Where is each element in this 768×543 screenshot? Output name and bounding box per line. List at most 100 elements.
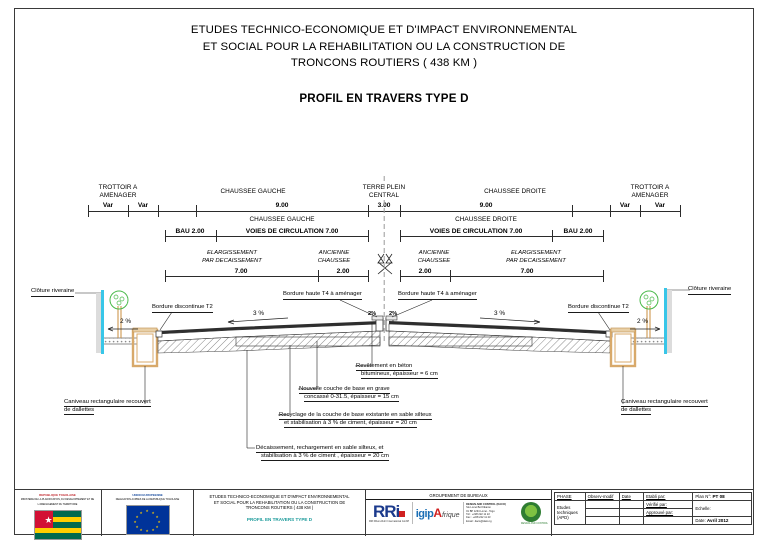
eu-authority-label: UNION EUROPEENNE DELEGATION AUPRES DE LA… (115, 493, 180, 501)
td-plan-no: Plan N°: PT 08 (692, 492, 752, 501)
eu-flag: ★ ★ ★ ★ ★ ★ ★ ★ ★ ★ ★ ★ (125, 505, 170, 535)
dim-tick (610, 205, 611, 217)
dim-tick (128, 205, 129, 217)
dim-tick (368, 205, 369, 217)
td-date-3[interactable] (618, 516, 645, 525)
cartouche-cell-group: GROUPEMENT DE BUREAUX RRi RRI Rhein-Ruhr… (366, 490, 552, 536)
td-phase-value: Etudes techniques (APD) (554, 500, 586, 525)
dim-tick (88, 205, 89, 217)
td-date-1[interactable] (618, 500, 645, 509)
slope-right-outer: 2 % (637, 318, 649, 325)
dim-tick (450, 270, 451, 282)
annotation-decaissement: Décaissement, rechargement en sable silt… (256, 445, 389, 461)
slope-left-road: 3 % (253, 310, 265, 317)
dim-tick (368, 230, 369, 242)
annotation-cloture-right: Clôture riveraine (688, 285, 732, 295)
th-date: Date (618, 492, 645, 501)
cartouche-project-title: ETUDES TECHNICO-ECONOMIQUE ET D'IMPACT E… (209, 494, 350, 511)
td-observ-1[interactable] (584, 500, 620, 509)
cartouche-cell-eu: UNION EUROPEENNE DELEGATION AUPRES DE LA… (102, 490, 194, 536)
td-approuve-par[interactable]: Approuvé par: (643, 508, 694, 517)
drawing-subtitle: PROFIL EN TRAVERS TYPE D (299, 92, 469, 105)
revision-table: PHASE Observ-modif Date Etabli par: Plan… (554, 492, 752, 525)
slope-center-right: 2% (389, 311, 398, 317)
section-geometry (75, 289, 690, 449)
annotation-cloture-left: Clôture riveraine (31, 287, 75, 297)
annotation-bordure-discontinue-left: Bordure discontinue T2 (152, 303, 213, 313)
caption-chaussee-gauche: CHAUSSEE GAUCHE (220, 188, 286, 195)
dim-tick (318, 270, 319, 282)
sheet-border (14, 8, 754, 535)
cartouche-cell-togo: REPUBLIQUE TOGOLAISE MINISTERE DE LA PLA… (14, 490, 102, 540)
dim-tick (165, 270, 166, 282)
table-row: Etudes techniques (APD) Vérifié par: Ech… (554, 500, 752, 525)
dim-chaussee-gauche: 9.00 (275, 202, 289, 209)
dim-bau-left: BAU 2.00 (175, 228, 205, 235)
dim-voies-right: VOIES DE CIRCULATION 7.00 (429, 228, 523, 235)
dim-tick (216, 230, 217, 242)
dim-tick (603, 270, 604, 282)
centerline (383, 176, 385, 342)
slope-right-road: 3 % (494, 310, 506, 317)
dim-tick (158, 205, 159, 217)
annotation-bordure-discontinue-right: Bordure discontinue T2 (568, 303, 629, 313)
dim-tick (552, 230, 553, 242)
td-etabli-par[interactable]: Etabli par: (643, 492, 694, 501)
dim-tick (400, 230, 401, 242)
title-line-1: ETUDES TECHNICO-ECONOMIQUE ET D'IMPACT E… (190, 24, 578, 36)
td-signature[interactable] (643, 516, 694, 525)
dim-var-left-2: Var (137, 202, 149, 209)
td-date-value: Date: Avril 2012 (692, 516, 752, 525)
cartouche-project-subtitle: PROFIL EN TRAVERS TYPE D (246, 516, 313, 522)
dim-tick (165, 230, 166, 242)
groupement-label: GROUPEMENT DE BUREAUX (366, 493, 551, 500)
dim-voies-left: VOIES DE CIRCULATION 7.00 (245, 228, 339, 235)
td-observ-2[interactable] (584, 508, 620, 517)
dim-tick (368, 270, 369, 282)
dim-elarg-right-value: 7.00 (520, 268, 534, 275)
logo-rri: RRi RRI Rhein-Ruhr International GmbH (369, 501, 410, 523)
dim-anc-right-value: 2.00 (418, 268, 432, 275)
dim-line-row5-left (165, 276, 368, 277)
td-date-2[interactable] (618, 508, 645, 517)
th-phase: PHASE (554, 492, 586, 501)
cartouche-cell-table: PHASE Observ-modif Date Etabli par: Plan… (552, 490, 754, 536)
caption-chaussee-droite: CHAUSSEE DROITE (484, 188, 546, 195)
daco-emblem: DESIGN AND CONTROL (520, 501, 548, 525)
dim-label-chaussee-gauche: CHAUSSEE GAUCHE (249, 216, 315, 223)
table-row: PHASE Observ-modif Date Etabli par: Plan… (554, 492, 752, 501)
dim-terre-plein-central: 3.00 (377, 202, 391, 209)
rri-subtitle: RRI Rhein-Ruhr International GmbH (369, 519, 410, 523)
logo-daco: DESIGN AND CONTROL (DACO) Sis Lomé Bè Kl… (466, 502, 506, 523)
annotation-recyclage: Recyclage de la couche de base existante… (279, 412, 432, 428)
axis-break-symbol (377, 253, 393, 275)
dim-tick (680, 205, 681, 217)
title-block-cartouche: REPUBLIQUE TOGOLAISE MINISTERE DE LA PLA… (14, 489, 754, 540)
annotation-bordure-haute-left: Bordure haute T4 à aménager (283, 290, 362, 300)
table-row: Date: Avril 2012 (555, 516, 752, 525)
dim-chaussee-droite: 9.00 (479, 202, 493, 209)
dim-line-row5-right (400, 276, 603, 277)
td-echelle: Echelle: (692, 500, 752, 517)
td-observ-3[interactable] (584, 516, 620, 525)
dim-var-right-2: Var (654, 202, 666, 209)
dim-var-right-1: Var (619, 202, 631, 209)
title-line-2: ET SOCIAL POUR LA REHABILITATION OU LA C… (202, 40, 566, 53)
td-verifie-par[interactable]: Vérifié par: (643, 500, 694, 509)
dim-tick (400, 270, 401, 282)
slope-left-outer: 2 % (120, 318, 132, 325)
star-icon: ★ (44, 515, 53, 525)
dim-var-left-1: Var (102, 202, 114, 209)
dim-anc-left-value: 2.00 (336, 268, 350, 275)
dim-label-chaussee-droite: CHAUSSEE DROITE (455, 216, 517, 223)
